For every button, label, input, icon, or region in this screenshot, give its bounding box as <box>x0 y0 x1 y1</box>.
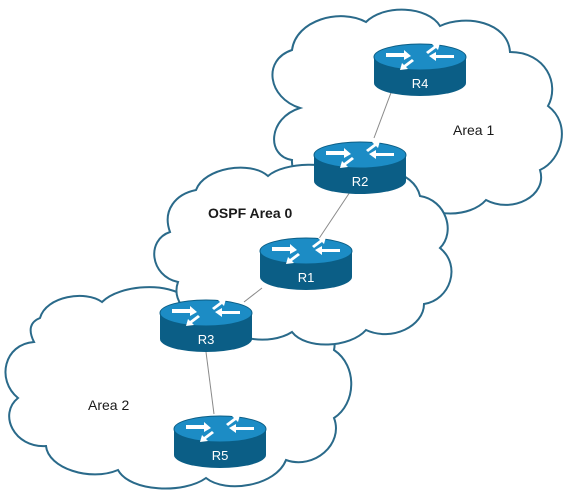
router-r3-label: R3 <box>197 332 215 347</box>
router-r1-label: R1 <box>297 270 315 285</box>
router-r5-label: R5 <box>211 448 229 463</box>
area-2-label: Area 2 <box>88 397 130 413</box>
router-r2-label: R2 <box>351 174 369 189</box>
link-r1-r3 <box>243 287 263 303</box>
link-r2-r1 <box>317 191 351 241</box>
link-r4-r2 <box>373 89 393 139</box>
area-1-label: Area 1 <box>453 122 495 138</box>
area-0-label: OSPF Area 0 <box>208 205 293 221</box>
router-r4-label: R4 <box>411 76 429 91</box>
links <box>205 89 393 415</box>
link-r3-r5 <box>205 351 215 415</box>
